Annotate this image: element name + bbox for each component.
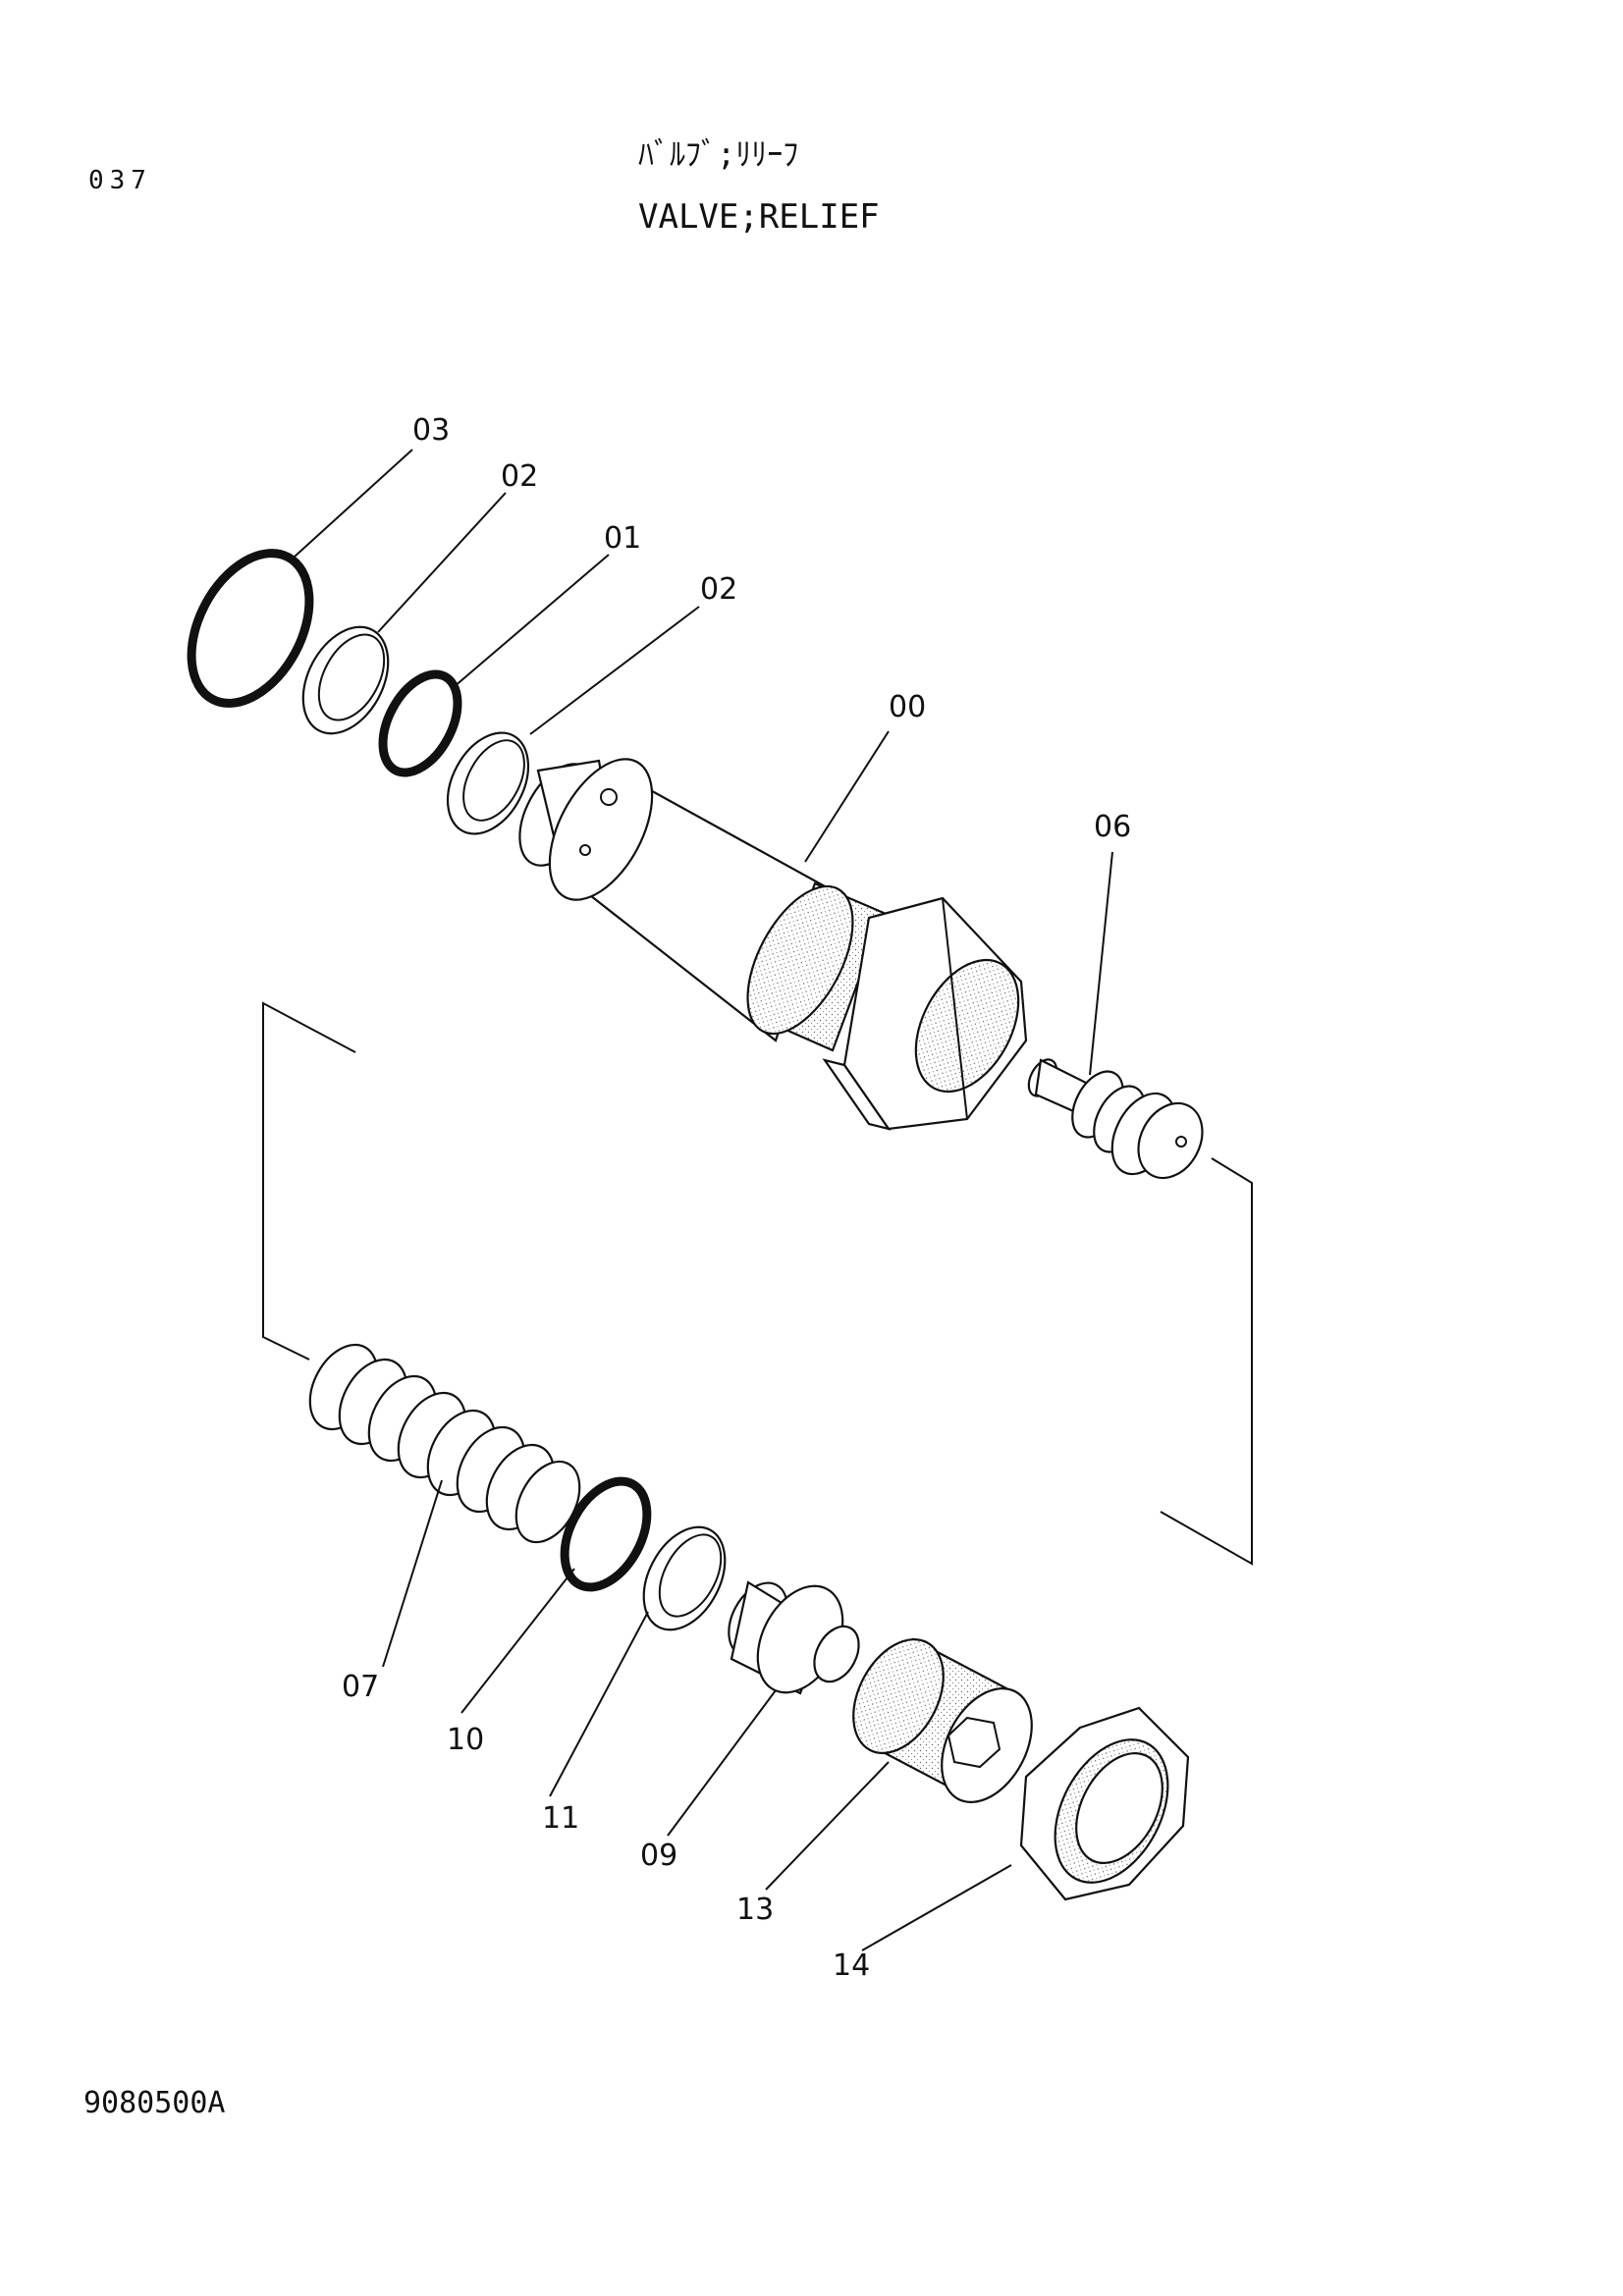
backup-ring-11 [642, 1525, 727, 1631]
callout-13: 13 [736, 1893, 774, 1927]
spring-07 [308, 1343, 581, 1544]
backup-ring-02b [446, 731, 530, 835]
callout-01: 01 [604, 521, 641, 556]
poppet-06 [1027, 1058, 1204, 1180]
group-bracket-right [1160, 1157, 1253, 1566]
callout-02a: 02 [501, 459, 538, 494]
callout-06: 06 [1094, 810, 1131, 844]
callout-14: 14 [833, 1949, 870, 1983]
callout-07: 07 [342, 1670, 379, 1704]
group-bracket-left [262, 1001, 356, 1361]
adjusting-screw-13 [852, 1637, 1033, 1803]
callout-00: 00 [889, 690, 926, 724]
callout-10: 10 [447, 1723, 484, 1757]
callout-02b: 02 [700, 572, 737, 607]
lock-nut-14 [1019, 1706, 1190, 1901]
o-ring-01 [378, 669, 462, 777]
o-ring-03 [187, 549, 314, 708]
title-english: VALVE;RELIEF [638, 197, 880, 237]
spring-seat-09 [728, 1580, 860, 1695]
page-number: 037 [88, 166, 152, 195]
callout-11: 11 [542, 1801, 579, 1836]
callout-09: 09 [640, 1839, 677, 1873]
leader-lines [294, 449, 1113, 1951]
valve-body-00 [518, 758, 1028, 1131]
backup-ring-02a [301, 625, 390, 735]
o-ring-10 [560, 1476, 652, 1592]
drawing-code: 9080500A [83, 2086, 226, 2120]
title-japanese: ﾊﾞﾙﾌﾞ;ﾘﾘｰﾌ [638, 135, 798, 173]
callout-03a: 03 [412, 413, 450, 448]
